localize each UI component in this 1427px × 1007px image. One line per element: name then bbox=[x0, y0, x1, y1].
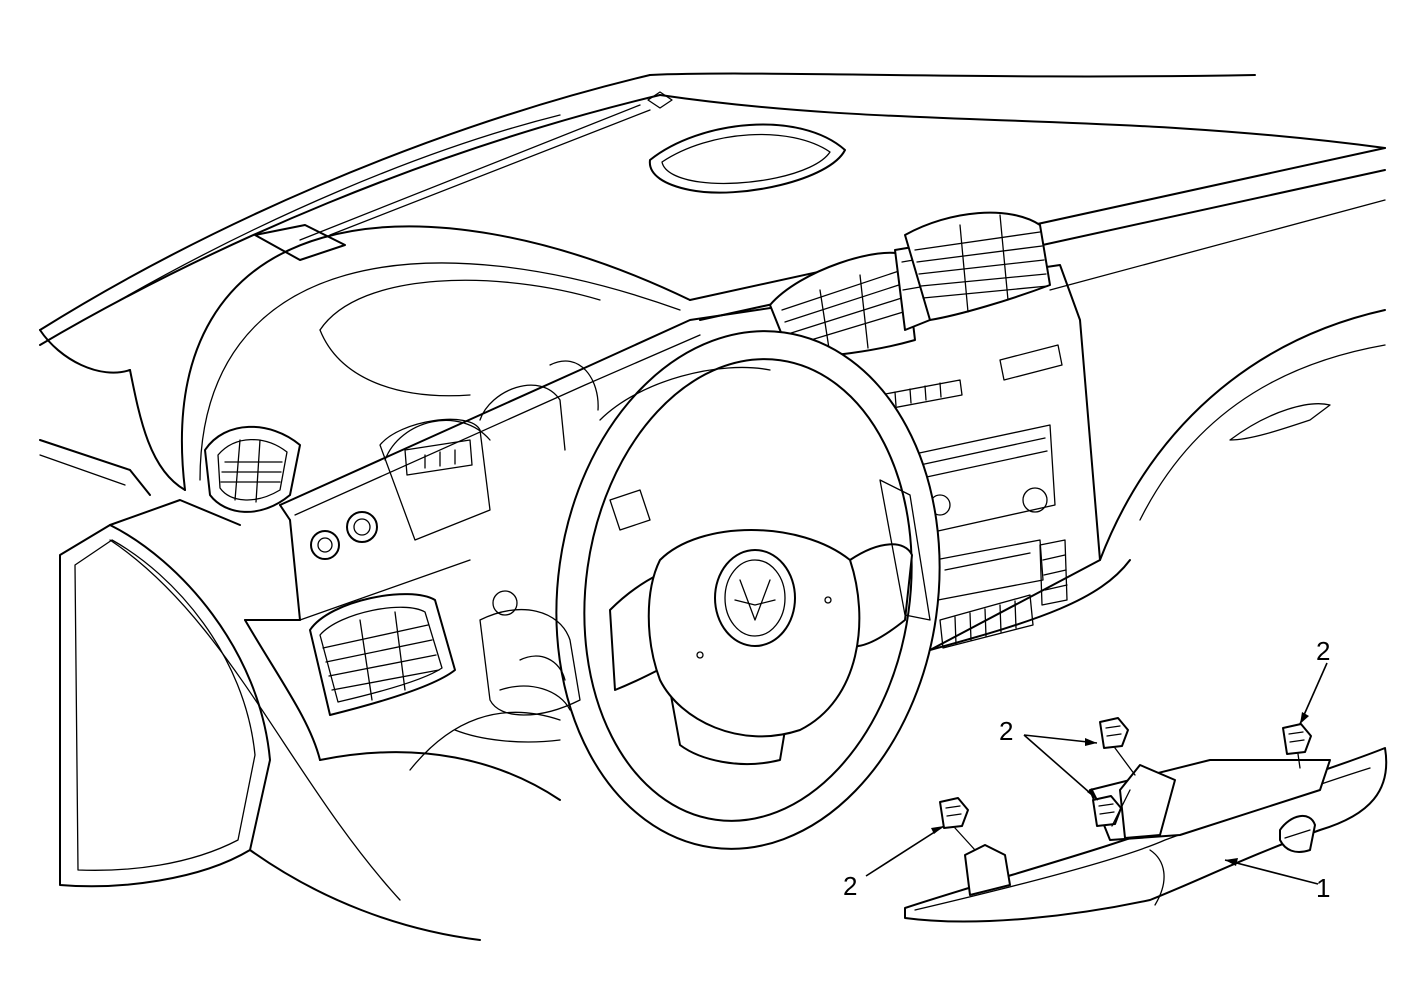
trim-plate-part bbox=[904, 747, 1388, 923]
callouts: 1 2 2 2 bbox=[843, 636, 1330, 903]
callout-label-1: 1 bbox=[1316, 873, 1330, 903]
steering-wheel bbox=[555, 330, 941, 850]
clip-b bbox=[1092, 795, 1122, 827]
center-upper-vents bbox=[769, 211, 1051, 358]
left-lower-vent bbox=[309, 593, 456, 716]
callout-label-2-middle: 2 bbox=[999, 716, 1013, 746]
dash-top bbox=[39, 72, 1386, 346]
defroster-vent bbox=[648, 123, 846, 194]
callout-label-2-right: 2 bbox=[1316, 636, 1330, 666]
dash-left-end bbox=[59, 499, 481, 941]
clip-d bbox=[1282, 723, 1312, 755]
left-side-vent bbox=[204, 425, 301, 513]
clip-a bbox=[939, 797, 969, 829]
callout-label-2-left: 2 bbox=[843, 871, 857, 901]
clip-c bbox=[1099, 717, 1129, 749]
knee-bolster-area bbox=[409, 309, 1386, 771]
retainer-clips bbox=[939, 717, 1312, 851]
